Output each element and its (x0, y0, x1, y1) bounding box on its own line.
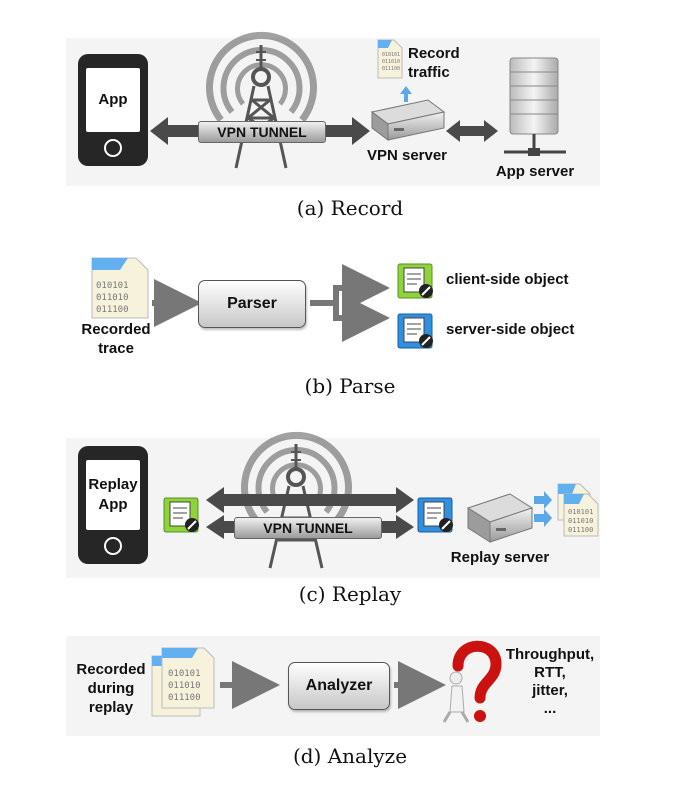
radio-tower-icon (206, 31, 317, 169)
server-side-object-label: server-side object (446, 321, 575, 338)
parser-box: Parser (198, 280, 306, 328)
client-object-icon-replay (163, 497, 199, 533)
upload-arrow-icon (400, 86, 412, 102)
vpn-tunnel-bar-replay: VPN TUNNEL (234, 517, 382, 539)
client-side-object-icon (397, 263, 433, 299)
replay-server-icon (466, 493, 534, 543)
double-arrow-vpn-app (446, 120, 498, 142)
recorded-during-replay-label: Recorded during replay (76, 661, 146, 716)
replay-server-label: Replay server (450, 549, 550, 566)
caption-analyze: (d) Analyze (292, 744, 408, 768)
server-side-object-icon (397, 313, 433, 349)
server-object-icon-replay (417, 497, 453, 533)
phone-replay-app-icon: Replay App (78, 446, 148, 564)
replay-file-text: 010101 011010 011100 (568, 508, 594, 534)
record-traffic-label: Record traffic (408, 45, 460, 81)
record-file-text: 010101 011010 011100 (382, 52, 401, 72)
record-file-icon (377, 39, 403, 79)
vpn-tunnel-bar: VPN TUNNEL (198, 121, 326, 143)
tunnel-arrow-replay-top (206, 487, 414, 513)
recorded-trace-file-icon (91, 257, 149, 319)
app-server-label: App server (495, 163, 575, 180)
phone-home-button (104, 139, 122, 157)
question-mark-figure-icon (442, 640, 502, 723)
recorded-trace-label: Recorded trace (81, 321, 151, 357)
phone-app-icon: App (78, 54, 148, 166)
record-arrows-icon (534, 491, 552, 527)
analyzer-box: Analyzer (288, 662, 390, 710)
caption-parse: (b) Parse (304, 374, 396, 398)
recorded-files-icon (151, 647, 215, 717)
trace-file-text: 010101 011010 011100 (96, 281, 129, 315)
vpn-server-icon (370, 99, 446, 141)
app-label: App (86, 68, 140, 132)
app-server-rack-icon (504, 57, 566, 156)
replay-file-icon (557, 483, 599, 537)
metrics-label: Throughput, RTT, jitter, ... (505, 646, 595, 717)
replay-app-label: Replay App (86, 460, 140, 530)
caption-record: (a) Record (296, 196, 404, 220)
recorded-file-text: 010101 011010 011100 (168, 669, 201, 703)
caption-replay: (c) Replay (298, 582, 402, 606)
vpn-server-label: VPN server (366, 147, 448, 164)
fork-arrows-parser-to-objects (310, 264, 390, 342)
phone-home-button (104, 537, 122, 555)
client-side-object-label: client-side object (446, 271, 569, 288)
